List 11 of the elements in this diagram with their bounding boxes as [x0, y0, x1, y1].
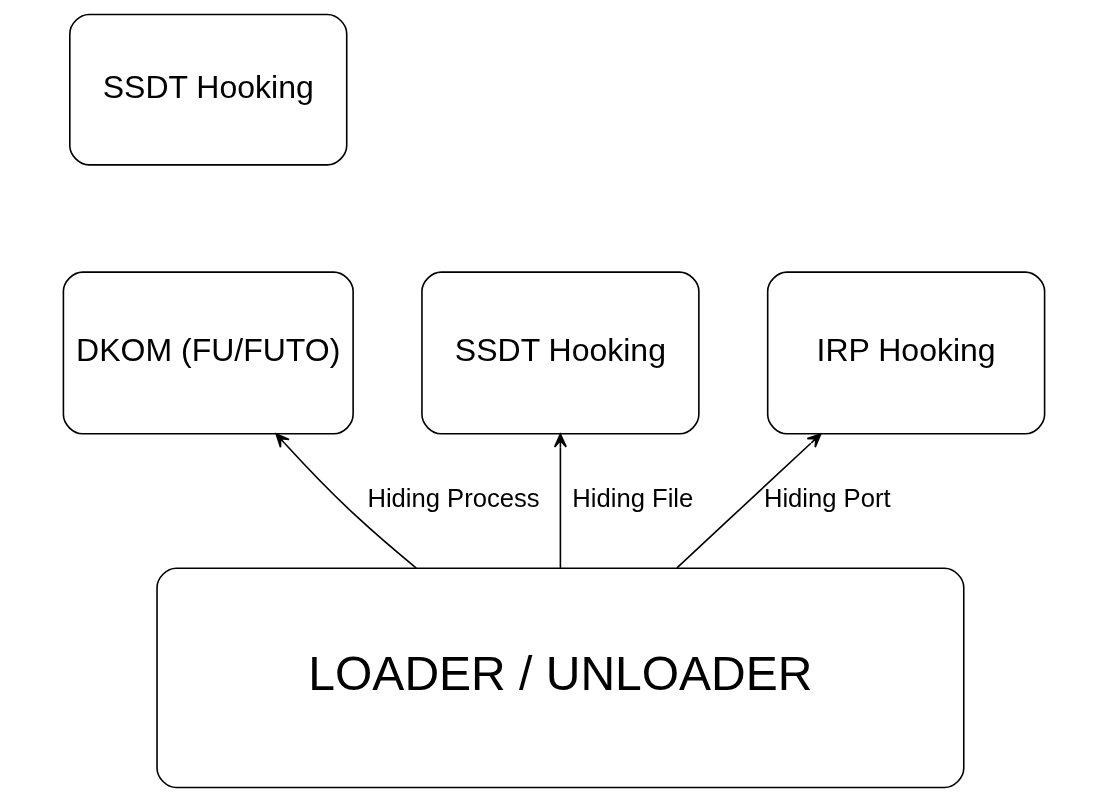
node-box: LOADER / UNLOADER	[156, 567, 965, 789]
arrow	[676, 433, 822, 569]
arrow	[275, 433, 418, 569]
arrow	[553, 433, 567, 569]
edge-label: Hiding File	[572, 484, 694, 513]
node-box: DKOM (FU/FUTO)	[62, 271, 354, 435]
node-box: IRP Hooking	[766, 271, 1046, 435]
node-box: SSDT Hooking	[69, 13, 348, 166]
edge-label: Hiding Process	[367, 484, 540, 513]
edge-label: Hiding Port	[763, 484, 891, 513]
node-box: SSDT Hooking	[421, 271, 700, 435]
